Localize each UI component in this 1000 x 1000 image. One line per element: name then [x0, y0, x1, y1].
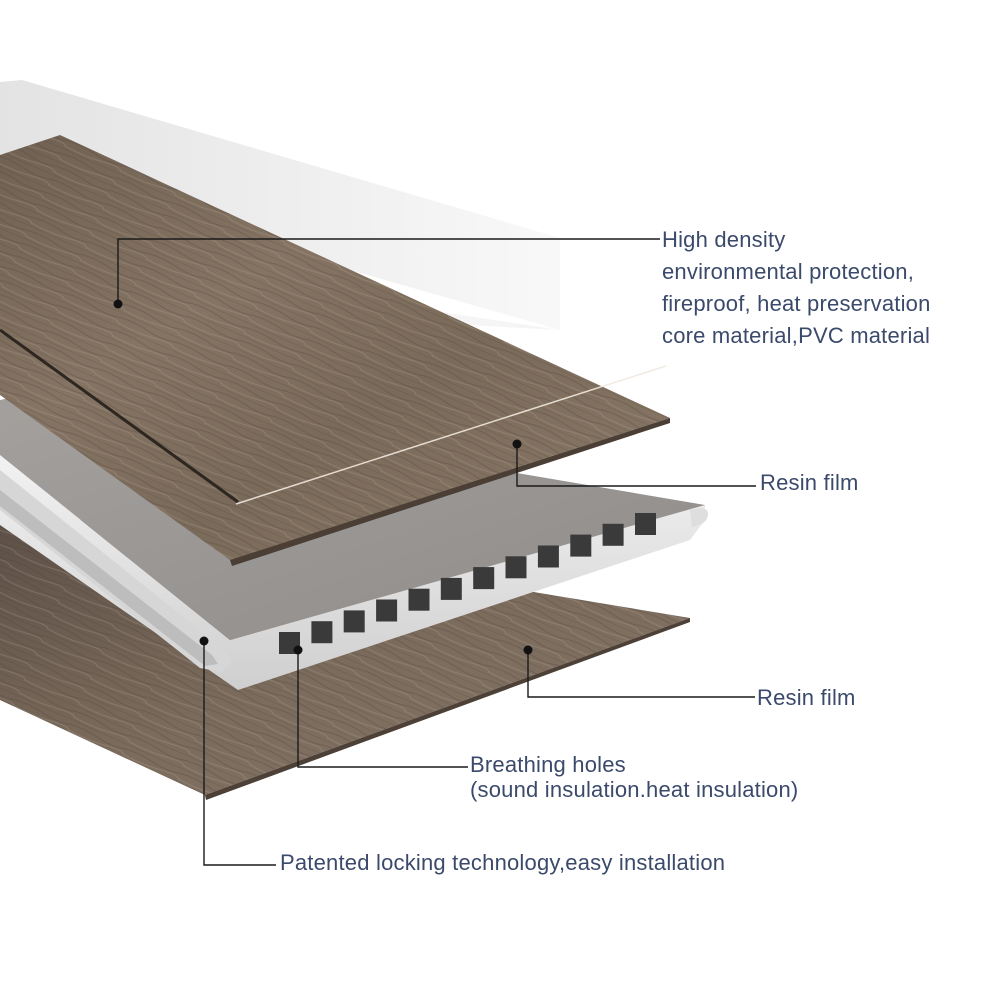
breathing-hole	[602, 523, 624, 546]
breathing-holes	[279, 513, 656, 654]
breathing-hole	[376, 599, 398, 622]
breathing-hole	[440, 577, 462, 600]
resin-film-bottom-label: Resin film	[757, 685, 856, 710]
breathing-label-line: Breathing holes	[470, 752, 626, 777]
core-label-line: core material,PVC material	[662, 323, 931, 348]
breathing-hole	[505, 556, 527, 579]
leader-locking	[203, 641, 276, 866]
resin-film-top-label: Resin film	[760, 470, 859, 495]
dot-core	[113, 299, 123, 309]
leader-dots	[113, 299, 533, 655]
leader-core	[117, 238, 660, 304]
breathing-holes-label: Breathing holes (sound insulation.heat i…	[470, 752, 798, 802]
breathing-label-line: (sound insulation.heat insulation)	[470, 777, 799, 802]
breathing-hole	[473, 567, 495, 590]
breathing-hole	[343, 610, 365, 633]
top-resin-film-layer	[0, 135, 670, 566]
breathing-hole	[311, 621, 333, 644]
core-label-line: High density	[662, 227, 786, 252]
core-material-label: High density environmental protection, f…	[662, 224, 931, 352]
dot-resin-bottom	[523, 645, 533, 655]
leader-lines	[117, 238, 756, 866]
core-label-line: fireproof, heat preservation	[662, 291, 931, 316]
dot-breathing	[293, 645, 303, 655]
dot-resin-top	[512, 439, 522, 449]
dot-locking	[199, 636, 209, 646]
locking-technology-label: Patented locking technology,easy install…	[280, 850, 726, 875]
leader-breathing	[297, 650, 468, 768]
breathing-hole	[570, 534, 592, 557]
leader-resin-top	[516, 444, 756, 487]
breathing-hole	[408, 588, 430, 611]
core-label-line: environmental protection,	[662, 259, 915, 284]
breathing-hole	[537, 545, 559, 568]
leader-resin-bottom	[527, 650, 755, 698]
breathing-hole	[635, 513, 656, 535]
